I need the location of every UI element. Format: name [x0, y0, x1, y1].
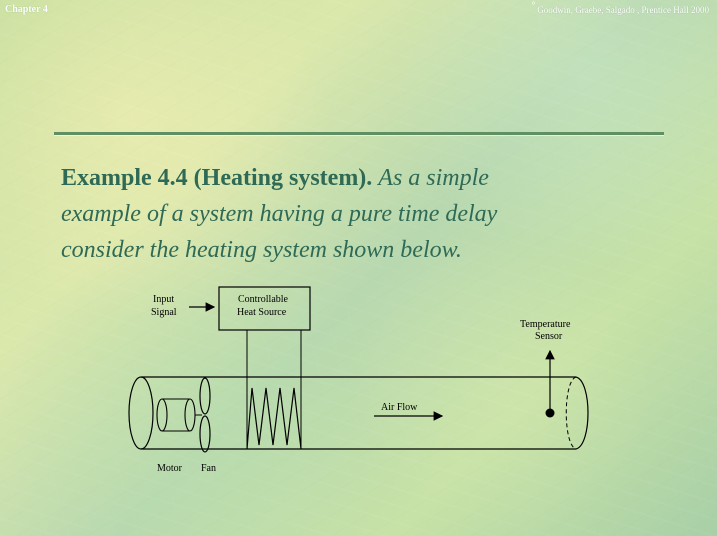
- temperature-sensor-label-line-1: Temperature: [520, 319, 571, 330]
- controllable-heat-source-label-line-1: Controllable: [238, 294, 289, 305]
- heating-coil-icon: [246, 387, 302, 450]
- fan-label: Fan: [201, 463, 216, 474]
- input-signal-label-line-2: Signal: [151, 307, 177, 318]
- title-line-1: Example 4.4 (Heating system). As a simpl…: [61, 160, 621, 196]
- input-signal-label-line-1: Input: [153, 294, 174, 305]
- temperature-sensor-icon: [545, 408, 555, 418]
- air-flow-label: Air Flow: [381, 402, 418, 413]
- temperature-sensor-label-line-2: Sensor: [535, 331, 563, 342]
- header-citation-group: ° Goodwin, Graebe, Salgado , Prentice Ha…: [531, 0, 709, 15]
- fan-blade-top-icon: [199, 377, 211, 415]
- duct-right-end-front: [575, 376, 589, 450]
- chapter-label: Chapter 4: [5, 4, 48, 15]
- citation-text: Goodwin, Graebe, Salgado , Prentice Hall…: [537, 5, 709, 15]
- slide-title-block: Example 4.4 (Heating system). As a simpl…: [61, 160, 621, 268]
- duct-right-end-back: [565, 376, 577, 450]
- motor-label: Motor: [157, 463, 183, 474]
- motor-left-cap: [156, 398, 168, 432]
- fan-blade-bottom-icon: [199, 415, 211, 453]
- title-italic-1: As a simple: [378, 165, 489, 191]
- duct-left-end: [128, 376, 154, 450]
- example-title: Example 4.4 (Heating system).: [61, 165, 373, 191]
- title-divider: [54, 132, 664, 135]
- controllable-heat-source-label-line-2: Heat Source: [237, 307, 287, 318]
- motor-right-cap: [184, 398, 196, 432]
- controllable-heat-source-box: [218, 286, 311, 331]
- header-bullet-icon: °: [531, 0, 536, 10]
- title-line-3: consider the heating system shown below.: [61, 237, 462, 263]
- title-line-2: example of a system having a pure time d…: [61, 201, 498, 227]
